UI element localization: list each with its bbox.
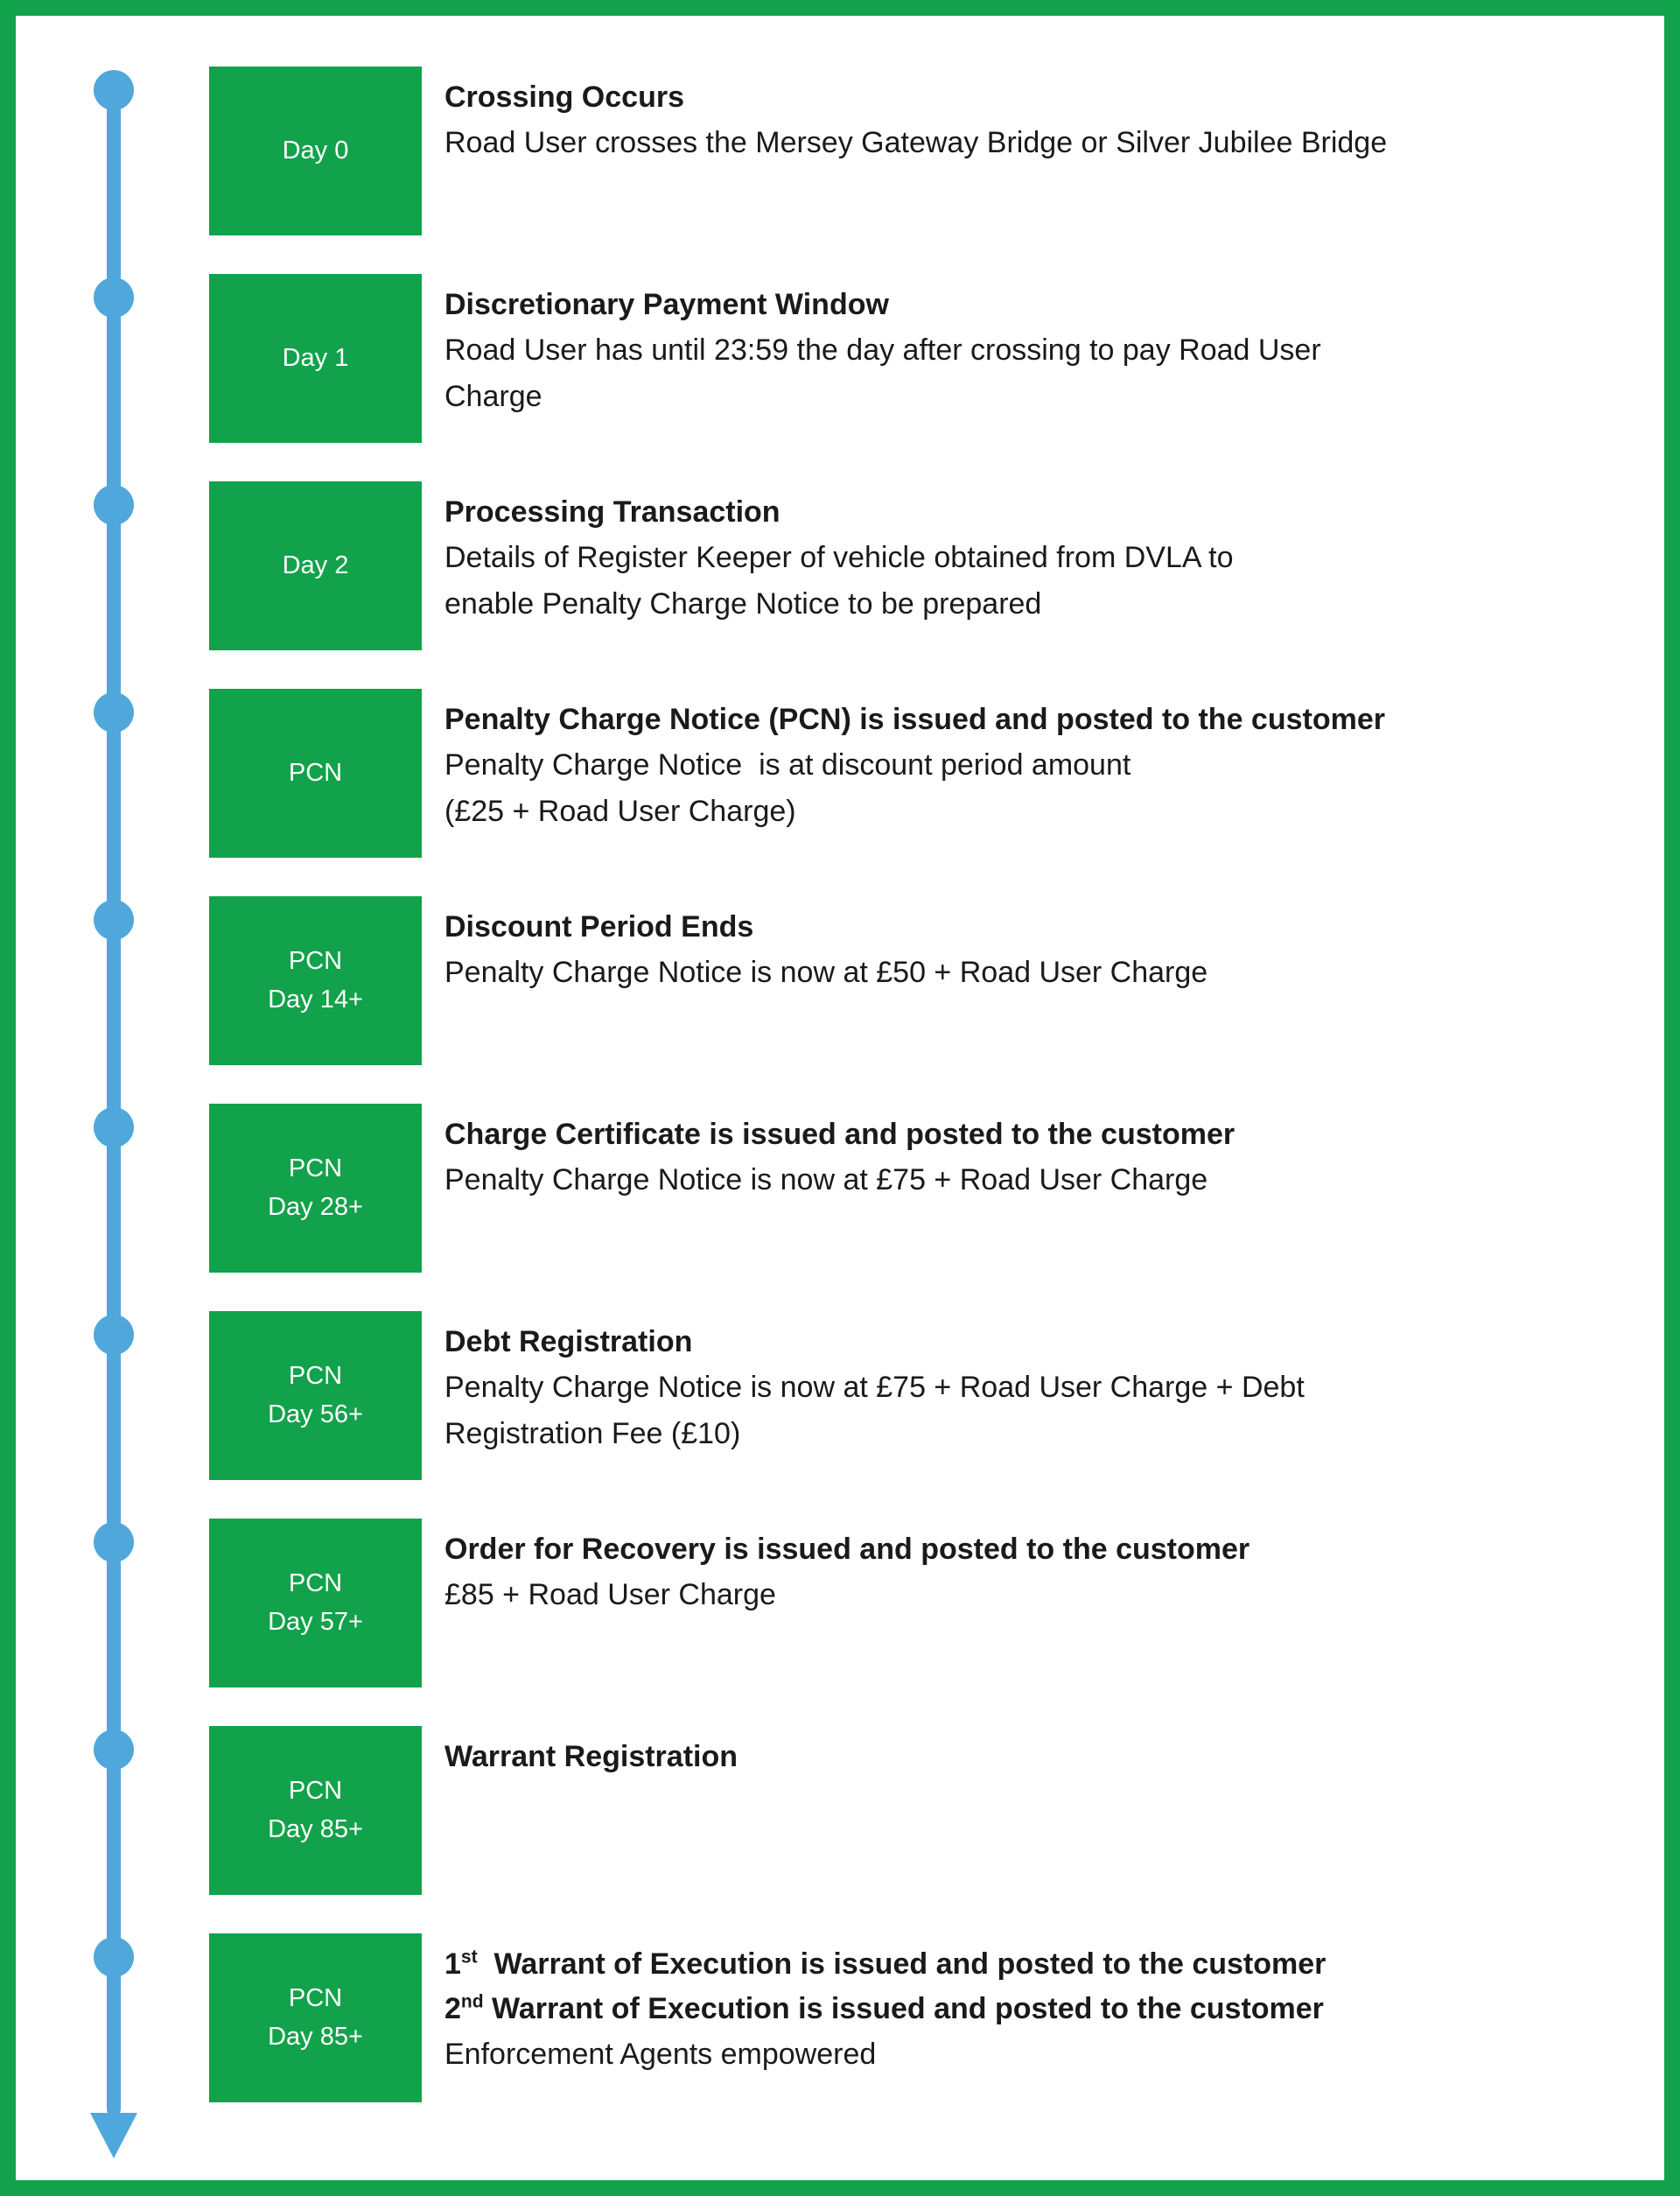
step-body-line: £85 + Road User Charge	[444, 1578, 776, 1611]
step-label-line1: PCN	[288, 947, 343, 975]
timeline-step-day0: Day 0 Crossing Occurs Road User crosses …	[94, 67, 1662, 235]
step-body-line: Penalty Charge Notice is now at £75 + Ro…	[444, 1371, 1305, 1404]
step-label-line2: Day 56+	[268, 1400, 363, 1428]
step-body-line: Charge	[444, 379, 542, 413]
step-body-line: Details of Register Keeper of vehicle ob…	[444, 541, 1234, 574]
timeline-dot	[94, 485, 134, 525]
step-label-box: PCN Day 85+	[209, 1726, 422, 1895]
step-content: 1st Warrant of Execution is issued and p…	[444, 1933, 1326, 2078]
step-title: Crossing Occurs	[444, 81, 684, 114]
step-label-line2: Day 85+	[268, 2022, 363, 2051]
step-label-box: PCN Day 85+	[209, 1933, 422, 2102]
step-label-line1: Day 1	[282, 343, 349, 372]
step-title: Warrant Registration	[444, 1740, 738, 1773]
step-content: Penalty Charge Notice (PCN) is issued an…	[444, 689, 1385, 834]
timeline-dot	[94, 692, 134, 733]
step-label-box: PCN Day 57+	[209, 1519, 422, 1687]
step-label-box: Day 0	[209, 67, 422, 235]
timeline-step-day85-warrants-of-execution: PCN Day 85+ 1st Warrant of Execution is …	[94, 1933, 1662, 2102]
step-body-line: Registration Fee (£10)	[444, 1416, 741, 1450]
step-title: Order for Recovery is issued and posted …	[444, 1533, 1250, 1566]
timeline-dot	[94, 277, 134, 318]
step-body-line: (£25 + Road User Charge)	[444, 794, 796, 828]
timeline-dot	[94, 1107, 134, 1147]
timeline-step-day2: Day 2 Processing Transaction Details of …	[94, 481, 1662, 650]
step-body-line: Penalty Charge Notice is now at £50 + Ro…	[444, 956, 1208, 989]
timeline-step-day28: PCN Day 28+ Charge Certificate is issued…	[94, 1104, 1662, 1273]
step-content: Order for Recovery is issued and posted …	[444, 1519, 1250, 1618]
timeline-step-day14: PCN Day 14+ Discount Period Ends Penalty…	[94, 896, 1662, 1065]
step-label-line2: Day 57+	[268, 1607, 363, 1636]
step-label-box: PCN Day 56+	[209, 1311, 422, 1480]
title-text: Warrant of Execution is issued and poste…	[483, 1992, 1324, 2025]
step-title-first-warrant: 1st Warrant of Execution is issued and p…	[444, 1942, 1326, 1987]
timeline-step-day1: Day 1 Discretionary Payment Window Road …	[94, 274, 1662, 443]
step-label-line2: Day 14+	[268, 985, 363, 1014]
step-title: Penalty Charge Notice (PCN) is issued an…	[444, 703, 1385, 736]
step-label-box: Day 2	[209, 481, 422, 650]
title-text: Warrant of Execution is issued and poste…	[477, 1947, 1326, 1981]
step-label-line1: PCN	[288, 1362, 343, 1390]
timeline-dot	[94, 1522, 134, 1562]
step-label-box: PCN Day 28+	[209, 1104, 422, 1273]
step-title: Charge Certificate is issued and posted …	[444, 1118, 1236, 1151]
timeline-step-pcn-issued: PCN Penalty Charge Notice (PCN) is issue…	[94, 689, 1662, 858]
step-content: Processing Transaction Details of Regist…	[444, 481, 1233, 627]
step-body-line: Road User has until 23:59 the day after …	[444, 333, 1321, 367]
step-label-line1: Day 0	[282, 136, 349, 165]
step-content: Charge Certificate is issued and posted …	[444, 1104, 1235, 1203]
ordinal-suffix: st	[460, 1947, 478, 1968]
step-content: Discretionary Payment Window Road User h…	[444, 274, 1321, 419]
timeline-step-day56: PCN Day 56+ Debt Registration Penalty Ch…	[94, 1311, 1662, 1480]
step-title: Processing Transaction	[444, 495, 780, 529]
step-label-line1: PCN	[288, 1154, 343, 1182]
step-title: Discount Period Ends	[444, 910, 754, 944]
step-label-box: Day 1	[209, 274, 422, 443]
step-label-line1: PCN	[288, 758, 343, 787]
step-content: Debt Registration Penalty Charge Notice …	[444, 1311, 1305, 1456]
timeline-line	[107, 84, 121, 2116]
step-body-line: Enforcement Agents empowered	[444, 2038, 877, 2071]
step-body-line: enable Penalty Charge Notice to be prepa…	[444, 586, 1042, 621]
step-content: Discount Period Ends Penalty Charge Noti…	[444, 896, 1208, 996]
timeline-step-day85-warrant-registration: PCN Day 85+ Warrant Registration	[94, 1726, 1662, 1895]
ordinal-number: 1	[444, 1947, 461, 1981]
step-title-second-warrant: 2nd Warrant of Execution is issued and p…	[444, 1987, 1326, 2031]
step-title: Debt Registration	[444, 1325, 693, 1358]
step-title: Discretionary Payment Window	[444, 288, 889, 321]
timeline-dot	[94, 900, 134, 940]
step-body-line: Road User crosses the Mersey Gateway Bri…	[444, 126, 1388, 159]
step-label-line1: PCN	[288, 1569, 343, 1597]
timeline-dot	[94, 1937, 134, 1977]
step-label-line2: Day 28+	[268, 1192, 363, 1221]
timeline-dot	[94, 1729, 134, 1770]
step-content: Warrant Registration	[444, 1726, 738, 1779]
step-body-line: Penalty Charge Notice is now at £75 + Ro…	[444, 1163, 1208, 1196]
step-body-line: Penalty Charge Notice is at discount per…	[444, 748, 1131, 782]
step-label-line2: Day 85+	[268, 1814, 363, 1843]
step-content: Crossing Occurs Road User crosses the Me…	[444, 67, 1387, 166]
timeline-steps: Day 0 Crossing Occurs Road User crosses …	[94, 67, 1662, 2141]
timeline-arrowhead-icon	[90, 2113, 137, 2158]
step-label-line1: PCN	[288, 1777, 343, 1805]
step-label-box: PCN	[209, 689, 422, 858]
timeline-dot	[94, 70, 134, 110]
timeline-dot	[94, 1315, 134, 1355]
ordinal-number: 2	[444, 1992, 461, 2025]
ordinal-suffix: nd	[460, 1991, 484, 2012]
step-label-box: PCN Day 14+	[209, 896, 422, 1065]
step-label-line1: Day 2	[282, 551, 349, 579]
step-label-line1: PCN	[288, 1984, 343, 2012]
timeline-step-day57: PCN Day 57+ Order for Recovery is issued…	[94, 1519, 1662, 1687]
